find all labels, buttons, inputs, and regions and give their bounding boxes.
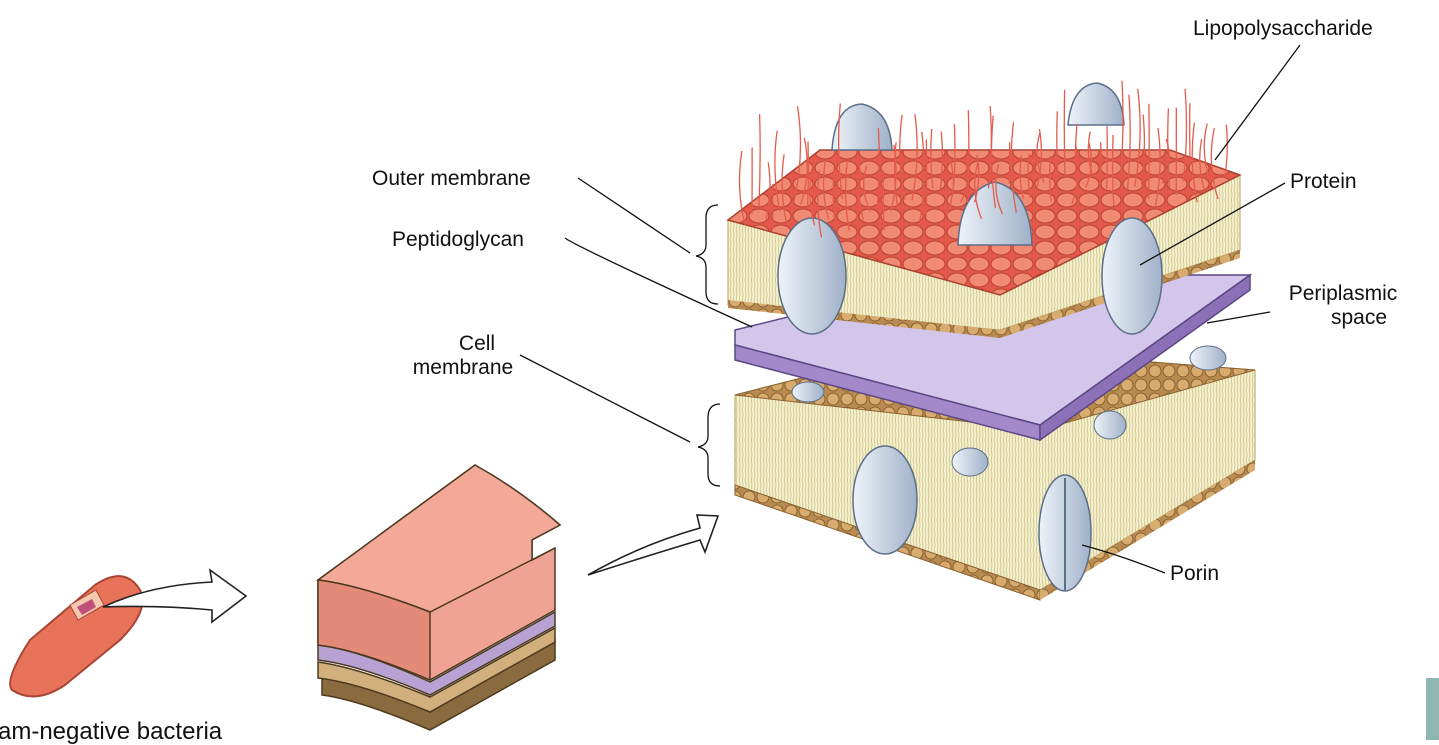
bacterium-cell: [10, 576, 142, 696]
arrow-to-magnified-view: [588, 515, 718, 575]
lps-chain: [808, 142, 809, 207]
label-periplasmic-space: Periplasmic space: [1268, 282, 1418, 330]
label-cell-membrane-line2: membrane: [408, 356, 518, 380]
brace-cell-membrane: [698, 404, 720, 486]
label-cell-membrane: Cell membrane: [408, 332, 518, 380]
lps-chain: [1107, 126, 1108, 189]
lps-chain: [1225, 125, 1227, 176]
label-periplasmic-line1: Periplasmic: [1268, 282, 1418, 306]
label-periplasmic-line2: space: [1268, 306, 1418, 330]
leader-cell-membrane: [520, 355, 690, 442]
lps-chain: [926, 140, 927, 218]
lps-chain: [1009, 142, 1010, 183]
wall-section-block: [318, 465, 560, 730]
caption-gram-negative: am-negative bacteria: [0, 720, 222, 744]
label-cell-membrane-line1: Cell: [408, 332, 518, 356]
leader-lipopolysaccharide: [1215, 45, 1300, 160]
label-porin: Porin: [1170, 562, 1219, 586]
leader-peptidoglycan: [565, 238, 752, 327]
lps-chain: [1057, 111, 1058, 180]
lps-chain: [1064, 90, 1065, 175]
lps-chain: [759, 114, 760, 207]
lps-chain: [1149, 104, 1150, 199]
label-peptidoglycan: Peptidoglycan: [392, 228, 524, 252]
brace-outer-membrane: [696, 205, 718, 304]
label-outer-membrane: Outer membrane: [372, 167, 531, 191]
label-lipopolysaccharide: Lipopolysaccharide: [1193, 17, 1373, 41]
leader-outer-membrane: [578, 178, 690, 253]
corner-tab: [1426, 678, 1439, 740]
label-protein: Protein: [1290, 170, 1357, 194]
